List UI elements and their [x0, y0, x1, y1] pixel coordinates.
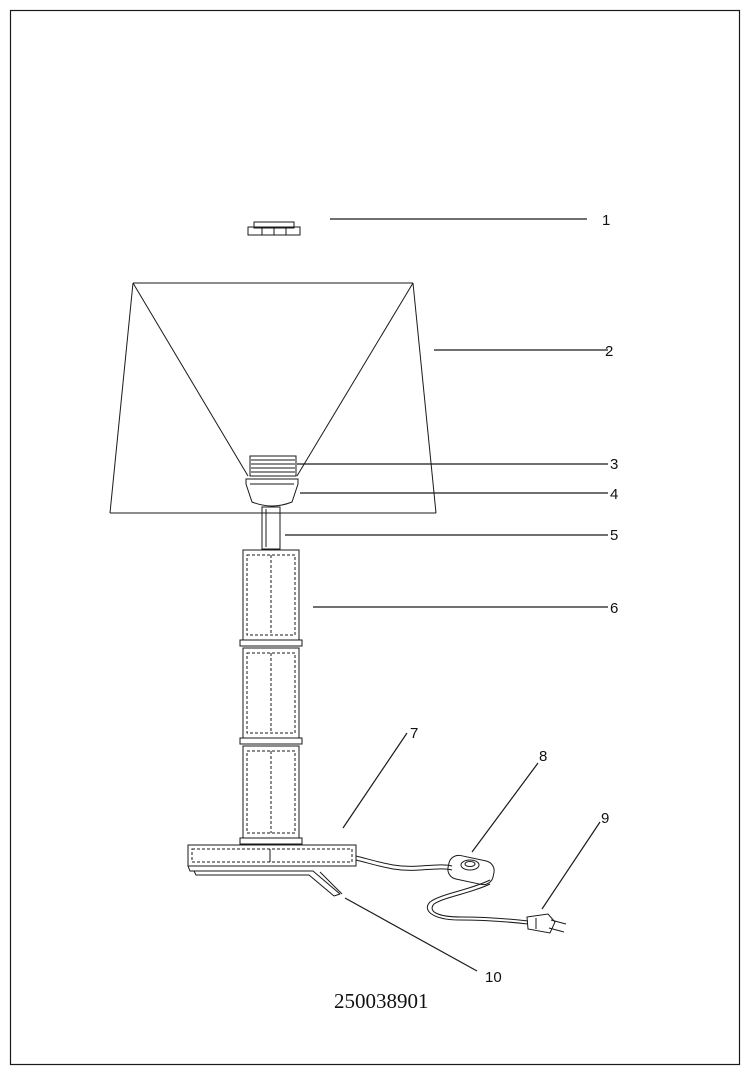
leader-line-10 [344, 897, 478, 972]
callout-6: 6 [610, 600, 618, 617]
part-8-dimmer-switch [355, 854, 495, 886]
leader-line-8 [471, 762, 539, 853]
part-3-threaded-ring [249, 455, 297, 477]
page-frame [9, 9, 741, 1066]
callout-10: 10 [485, 969, 502, 986]
part-10-cable-exit [319, 871, 343, 895]
callout-3: 3 [610, 456, 618, 473]
leader-lines [285, 218, 608, 972]
callout-1: 1 [602, 212, 610, 229]
callout-9: 9 [601, 810, 609, 827]
part-1-finial [247, 221, 301, 236]
model-number: 250038901 [334, 989, 429, 1013]
callout-8: 8 [539, 748, 547, 765]
callout-5: 5 [610, 527, 618, 544]
part-9-plug [426, 879, 567, 934]
leader-line-7 [342, 732, 408, 829]
part-6-column [239, 549, 303, 845]
part-4-socket [245, 478, 299, 507]
part-2-lampshade [109, 282, 437, 514]
callout-4: 4 [610, 486, 618, 503]
part-7-base [187, 844, 357, 897]
callout-7: 7 [410, 725, 418, 742]
part-5-connector-tube [261, 506, 281, 550]
leader-line-9 [541, 821, 601, 910]
callout-2: 2 [605, 343, 613, 360]
